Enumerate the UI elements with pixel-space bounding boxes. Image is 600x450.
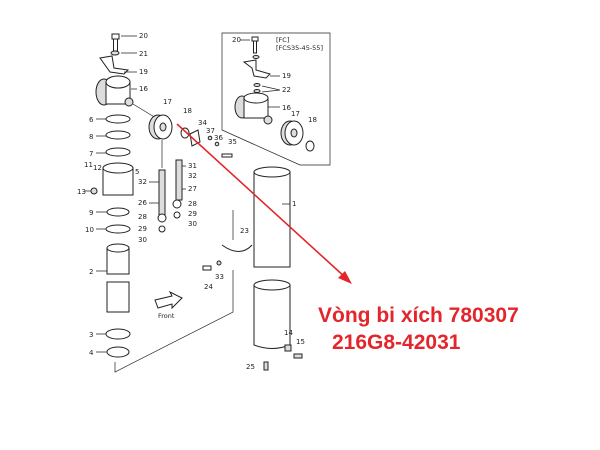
callout-number: 35 bbox=[228, 138, 237, 146]
callout-number: 4 bbox=[89, 349, 94, 357]
ring-10 bbox=[105, 224, 131, 234]
part-caption: Vòng bi xích 780307 216G8-42031 bbox=[318, 302, 519, 356]
ring-8 bbox=[105, 130, 131, 140]
inset-label-models: [FCS35-45-55] bbox=[276, 44, 323, 52]
caption-part-number: 216G8-42031 bbox=[332, 331, 461, 354]
callout-number: 30 bbox=[188, 220, 197, 228]
washer-21 bbox=[110, 50, 120, 56]
callout-number: 21 bbox=[139, 50, 148, 58]
plug-13 bbox=[90, 187, 98, 195]
bolt-20 bbox=[111, 33, 120, 52]
callout: 17 bbox=[291, 110, 300, 118]
callout: 20 bbox=[232, 36, 241, 44]
spring-32-left bbox=[158, 169, 166, 216]
fitting-14 bbox=[284, 344, 292, 352]
inset-bolt-20 bbox=[251, 36, 259, 54]
callout-number: 2 bbox=[89, 268, 93, 276]
callout-number: 15 bbox=[296, 338, 305, 346]
cylinder-5 bbox=[102, 162, 134, 196]
clamp-23 bbox=[221, 244, 253, 252]
callout-number: 16 bbox=[139, 85, 148, 93]
inset-bearing-17 bbox=[280, 120, 304, 146]
callout-number: 30 bbox=[138, 236, 147, 244]
callout-number: 13 bbox=[77, 188, 86, 196]
piston-2 bbox=[106, 243, 130, 313]
callout-number: 3 bbox=[89, 331, 93, 339]
callout-number: 31 bbox=[188, 162, 197, 170]
ring-7 bbox=[105, 147, 131, 157]
ring-4 bbox=[106, 346, 130, 358]
nipple-25 bbox=[263, 361, 269, 371]
callout-number: 17 bbox=[163, 98, 172, 106]
callout-number: 10 bbox=[85, 226, 94, 234]
callout-number: 37 bbox=[206, 127, 215, 135]
bolt-24 bbox=[202, 265, 212, 271]
callout-number: 18 bbox=[183, 107, 192, 115]
guide-line bbox=[114, 270, 234, 373]
inset-frame bbox=[221, 32, 331, 166]
callout-number: 1 bbox=[292, 200, 296, 208]
ring-6 bbox=[105, 114, 131, 124]
callout-number: 25 bbox=[246, 363, 255, 371]
inset-bracket-19 bbox=[242, 59, 271, 79]
callout-number: 27 bbox=[188, 185, 197, 193]
bracket-19 bbox=[99, 55, 130, 75]
inset-label-fc: [FC] bbox=[276, 36, 289, 44]
ring-3 bbox=[105, 328, 131, 340]
o-ring-9 bbox=[106, 207, 130, 217]
washer-33 bbox=[216, 260, 222, 266]
inset-housing-16 bbox=[234, 92, 273, 125]
callout-number: 8 bbox=[89, 133, 93, 141]
pointer-arrow bbox=[176, 123, 352, 284]
callout-number: 24 bbox=[204, 283, 213, 291]
callout: 22 bbox=[282, 86, 291, 94]
mast-tube-1 bbox=[253, 166, 291, 349]
callout-number: 29 bbox=[188, 210, 197, 218]
callout-number: 12 bbox=[93, 164, 102, 172]
callout-number: 29 bbox=[138, 225, 147, 233]
callout: 18 bbox=[308, 116, 317, 124]
callout-number: 26 bbox=[138, 199, 147, 207]
callout-number: 20 bbox=[139, 32, 148, 40]
callout-number: 11 bbox=[84, 161, 93, 169]
callout-number: 28 bbox=[138, 213, 147, 221]
callout-number: 23 bbox=[240, 227, 249, 235]
inset-washer bbox=[252, 55, 260, 59]
callout-number: 32 bbox=[138, 178, 147, 186]
inset-seal-18 bbox=[305, 140, 315, 152]
callout-number: 14 bbox=[284, 329, 293, 337]
callout-number: 19 bbox=[139, 68, 148, 76]
callout: 19 bbox=[282, 72, 291, 80]
bolt-15 bbox=[293, 353, 303, 359]
callout-number: 5 bbox=[135, 168, 139, 176]
housing-16 bbox=[95, 75, 134, 107]
front-arrow-icon bbox=[154, 290, 183, 310]
callout-number: 6 bbox=[89, 116, 94, 124]
front-label: Front bbox=[158, 312, 175, 320]
caption-part-name: Vòng bi xích 780307 bbox=[318, 304, 519, 327]
callout-number: 7 bbox=[89, 150, 93, 158]
callouts: 20 21 19 16 17 18 34 37 36 35 6 8 7 11 1… bbox=[77, 32, 305, 371]
callout-number: 28 bbox=[188, 200, 197, 208]
callout-number: 33 bbox=[215, 273, 224, 281]
bearing-17 bbox=[148, 114, 173, 140]
callout-number: 9 bbox=[89, 209, 93, 217]
callout-number: 36 bbox=[214, 134, 223, 142]
callout-number: 32 bbox=[188, 172, 197, 180]
bolt-35 bbox=[221, 153, 233, 158]
callout-number: 34 bbox=[198, 119, 207, 127]
spring-31 bbox=[175, 159, 183, 201]
callout: 16 bbox=[282, 104, 291, 112]
